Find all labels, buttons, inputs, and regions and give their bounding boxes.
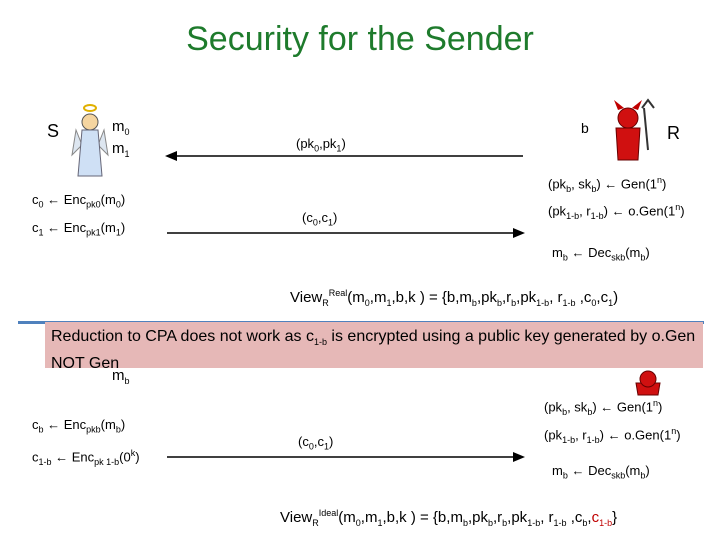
devil-icon (614, 98, 655, 161)
angel-icon (71, 104, 109, 177)
receiver-label: R (667, 123, 680, 143)
encrypt-c1-line: c1 ← Encpk1(m1) (32, 220, 126, 238)
encrypt-c0-line: c0 ← Encpk0(m0) (32, 192, 126, 210)
arrow-left-top (165, 151, 523, 161)
encrypt-c1b-line: c1-b ← Encpk 1-b(0k) (32, 448, 140, 467)
ogen-line-top: (pk1-b, r1-b) ← o.Gen(1n) (548, 202, 685, 221)
devil-icon-bottom (635, 370, 661, 396)
view-real-equation: ViewRReal(m0,m1,b,k ) = {b,mb,pkb,rb,pk1… (290, 288, 619, 308)
decrypt-line-top: mb ← Decskb(mb) (552, 245, 650, 263)
arrow-right-top (167, 228, 525, 238)
gen-line-bottom: (pkb, skb) ← Gen(1n) (544, 398, 663, 417)
ciphertexts-message-top: (c0,c1) (302, 210, 338, 228)
message-m0: m0 (112, 118, 130, 137)
choice-bit-b: b (581, 120, 589, 136)
message-mb: mb (112, 367, 130, 386)
encrypt-cb-line: cb ← Encpkb(mb) (32, 417, 126, 435)
ogen-line-bottom: (pk1-b, r1-b) ← o.Gen(1n) (544, 426, 681, 445)
arrow-right-bottom (167, 452, 525, 462)
decrypt-line-bottom: mb ← Decskb(mb) (552, 463, 650, 481)
gen-line-top: (pkb, skb) ← Gen(1n) (548, 175, 667, 194)
public-keys-message: (pk0,pk1) (296, 136, 346, 154)
sender-label: S (47, 121, 60, 141)
slide-title: Security for the Sender (186, 20, 534, 58)
reduction-note-callout: Reduction to CPA does not work as c1-b i… (45, 322, 703, 372)
view-ideal-equation: ViewRIdeal(m0,m1,b,k ) = {b,mb,pkb,rb,pk… (280, 508, 618, 528)
message-m1: m1 (112, 140, 130, 159)
ciphertexts-message-bottom: (c0,c1) (298, 434, 334, 452)
